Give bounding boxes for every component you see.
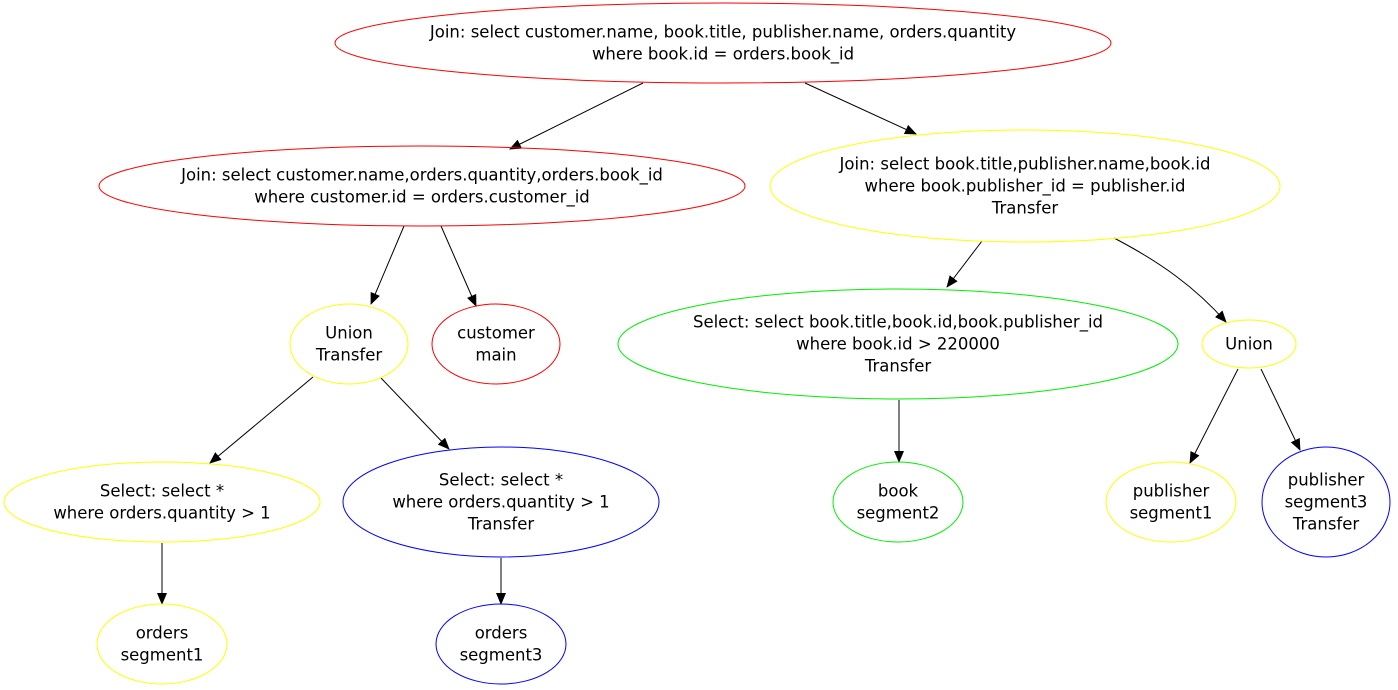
edge-n2-to-n5	[440, 225, 477, 307]
node-label-line: Transfer	[991, 199, 1059, 218]
orders-segment3-node: orders segment3	[435, 603, 567, 685]
node-label-line: Select: select *	[439, 471, 563, 490]
node-label-line: where orders.quantity > 1	[53, 504, 270, 523]
join-customer-orders-node: Join: select customer.name,orders.quanti…	[98, 145, 746, 227]
join-root-node: Join: select customer.name, book.title, …	[334, 2, 1112, 84]
edge-n3-to-n7	[1113, 237, 1227, 323]
node-label-line: Join: select book.title,publisher.name,b…	[839, 155, 1211, 174]
edge-n1-to-n2	[509, 82, 644, 150]
node-ellipse	[98, 145, 746, 227]
node-label-line: segment1	[121, 646, 204, 665]
join-book-publisher-node: Join: select book.title,publisher.name,b…	[769, 129, 1281, 243]
node-label-line: Transfer	[467, 515, 535, 534]
node-ellipse	[289, 303, 409, 385]
node-label-line: Select: select book.title,book.id,book.p…	[693, 313, 1103, 333]
node-ellipse	[1105, 461, 1237, 543]
node-label-line: Union	[1225, 335, 1273, 354]
node-ellipse	[431, 303, 561, 385]
select-orders-segment3-node: Select: select * where orders.quantity > …	[342, 446, 660, 558]
node-label-line: Transfer	[864, 357, 932, 376]
node-label-line: segment1	[1130, 504, 1213, 523]
edge-n1-to-n3	[804, 82, 917, 135]
node-ellipse	[3, 461, 321, 543]
node-label-line: Transfer	[1292, 515, 1360, 534]
node-label-line: Join: select customer.name,orders.quanti…	[180, 166, 663, 186]
node-ellipse	[1261, 446, 1391, 558]
edges-layer	[157, 82, 1301, 605]
node-ellipse	[342, 446, 660, 558]
node-label-line: Join: select customer.name, book.title, …	[429, 23, 1016, 42]
node-ellipse	[769, 129, 1281, 243]
node-label-line: where book.publisher_id = publisher.id	[865, 177, 1186, 197]
node-label-line: segment2	[857, 504, 940, 523]
node-label-line: where customer.id = orders.customer_id	[254, 188, 590, 208]
node-label-line: where orders.quantity > 1	[392, 493, 609, 512]
node-label-line: where book.id > 220000	[796, 335, 1000, 354]
publisher-segment1-node: publisher segment1	[1105, 461, 1237, 543]
orders-segment1-node: orders segment1	[96, 603, 228, 685]
node-label-line: orders	[475, 624, 528, 643]
select-orders-segment1-node: Select: select * where orders.quantity > …	[3, 461, 321, 543]
node-label-line: Union	[325, 324, 373, 343]
node-ellipse	[617, 288, 1179, 400]
nodes-layer: Join: select customer.name, book.title, …	[3, 2, 1391, 685]
node-label-line: segment3	[460, 646, 543, 665]
edge-n7-to-n11	[1189, 368, 1239, 464]
node-label-line: publisher	[1288, 471, 1365, 490]
edge-n2-to-n4	[370, 225, 405, 305]
node-ellipse	[334, 2, 1112, 84]
node-label-line: where book.id = orders.book_id	[592, 45, 854, 65]
union-node: Union	[1201, 319, 1297, 369]
edge-n4-to-n8	[209, 376, 314, 464]
node-ellipse	[1201, 319, 1297, 369]
edge-n7-to-n12	[1260, 368, 1301, 451]
node-label-line: orders	[136, 624, 189, 643]
edge-n3-to-n6	[946, 240, 983, 288]
node-label-line: publisher	[1133, 482, 1210, 501]
node-label-line: segment3	[1285, 493, 1368, 512]
book-segment2-node: book segment2	[832, 461, 964, 543]
customer-main-node: customer main	[431, 303, 561, 385]
select-book-node: Select: select book.title,book.id,book.p…	[617, 288, 1179, 400]
edge-n4-to-n9	[380, 377, 450, 450]
node-label-line: Select: select *	[100, 482, 224, 501]
node-ellipse	[96, 603, 228, 685]
node-label-line: Transfer	[315, 346, 383, 365]
node-ellipse	[832, 461, 964, 543]
node-label-line: main	[475, 346, 516, 365]
node-label-line: book	[878, 482, 919, 501]
node-label-line: customer	[457, 324, 535, 343]
node-ellipse	[435, 603, 567, 685]
